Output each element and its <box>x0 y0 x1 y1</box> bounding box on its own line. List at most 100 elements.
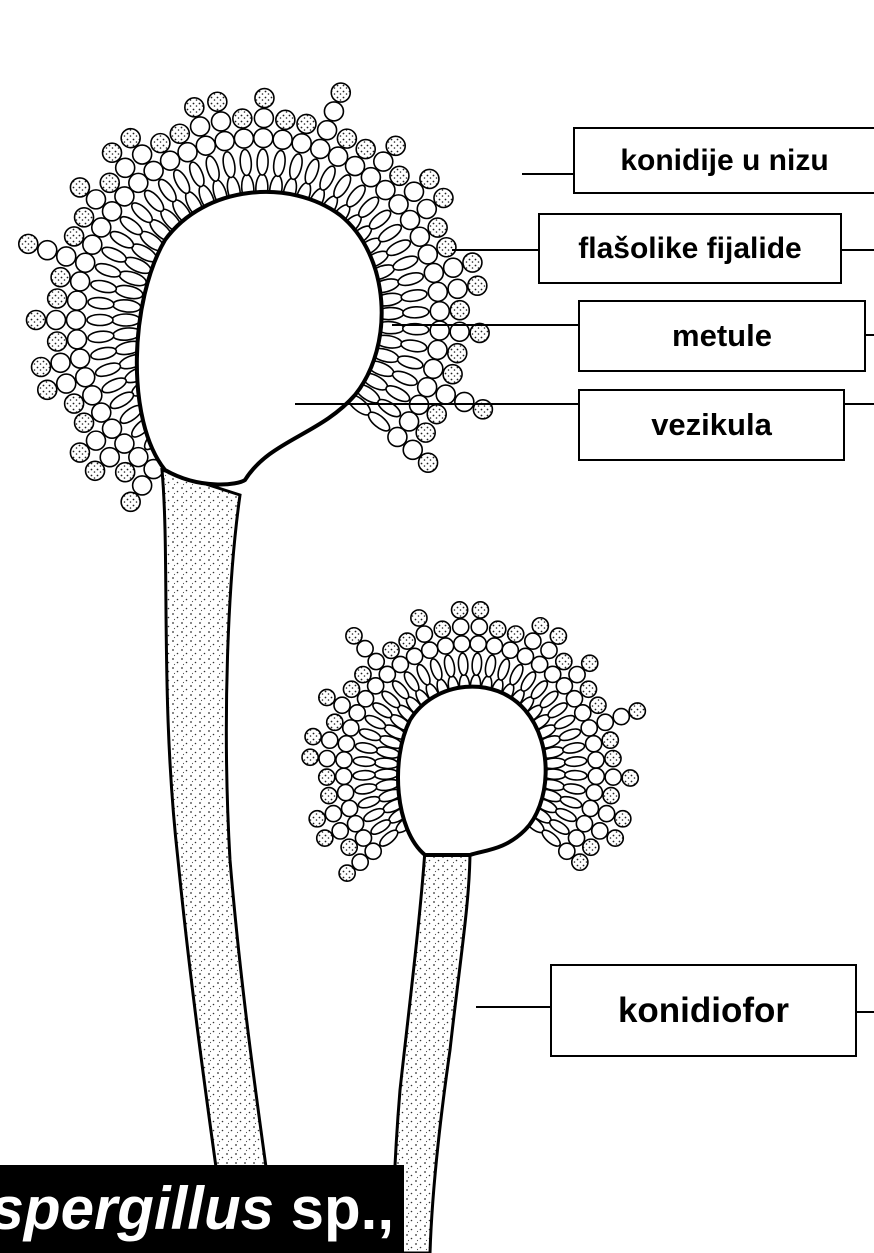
small-head-conidium <box>590 697 606 713</box>
small-head-phialide <box>353 770 376 780</box>
large-head-conidium <box>51 268 70 287</box>
small-head-conidium <box>336 768 352 784</box>
small-head-conidium <box>357 641 373 657</box>
small-head-conidium <box>437 638 453 654</box>
large-head-conidium <box>68 330 87 349</box>
large-head-conidium <box>100 173 119 192</box>
small-head-conidium <box>305 729 321 745</box>
large-head-phialide <box>391 253 419 273</box>
small-head-conidium <box>383 642 399 658</box>
large-head-phialide <box>87 315 113 326</box>
large-head-conidium <box>57 247 76 266</box>
large-head-conidium <box>133 476 152 495</box>
large-head-phialide <box>257 149 269 175</box>
large-vesicle <box>137 192 382 485</box>
small-head-conidium <box>599 806 615 822</box>
small-head-conidium <box>338 736 354 752</box>
large-head-phialide <box>397 270 425 287</box>
large-head-conidium <box>116 463 135 482</box>
small-head-phialide <box>354 782 377 795</box>
large-head-conidium <box>329 147 348 166</box>
large-head-conidium <box>318 121 337 140</box>
large-head-conidium <box>211 112 230 131</box>
large-head-conidium <box>292 134 311 153</box>
large-head-phialide <box>239 149 252 176</box>
large-head-conidium <box>311 139 330 158</box>
large-head-conidium <box>196 136 215 155</box>
small-head-conidium <box>411 610 427 626</box>
small-head-conidium <box>368 653 384 669</box>
large-head-phialide <box>396 354 424 372</box>
large-head-phialide <box>90 278 118 294</box>
small-head-conidium <box>556 653 572 669</box>
large-head-conidium <box>255 89 274 108</box>
small-head-conidium <box>452 602 468 618</box>
large-head-conidium <box>38 380 57 399</box>
large-head-phialide <box>87 330 114 344</box>
large-head-phialide <box>90 345 118 361</box>
small-head-conidium <box>583 839 599 855</box>
small-head-phialide <box>471 653 482 676</box>
small-head-phialide <box>496 658 512 682</box>
small-head-conidium <box>332 823 348 839</box>
large-head-metula <box>112 314 140 326</box>
label-metule-text: metule <box>672 318 772 354</box>
large-head-conidium <box>100 448 119 467</box>
large-head-conidium <box>470 323 489 342</box>
small-head-conidium <box>572 854 588 870</box>
large-head-metula <box>112 298 141 313</box>
large-head-conidium <box>47 311 66 330</box>
small-head-conidium <box>348 816 364 832</box>
small-head-conidium <box>592 823 608 839</box>
small-head-conidium <box>343 681 359 697</box>
large-head-conidium <box>68 291 87 310</box>
small-head-conidium <box>319 689 335 705</box>
large-head-phialide <box>403 306 430 318</box>
large-head-conidium <box>337 129 356 148</box>
large-head-conidium <box>428 282 447 301</box>
large-head-phialide <box>94 360 122 379</box>
large-head-conidium <box>27 311 46 330</box>
small-head-conidium <box>603 788 619 804</box>
large-head-conidium <box>70 178 89 197</box>
small-head-conidium <box>559 843 575 859</box>
large-head-conidium <box>401 210 420 229</box>
small-head-conidium <box>334 697 350 713</box>
label-metule: metule <box>578 300 866 372</box>
small-head-metula <box>374 768 398 779</box>
large-head-conidium <box>410 227 429 246</box>
large-head-conidium <box>403 440 422 459</box>
small-head-conidium <box>453 619 469 635</box>
large-head-conidium <box>444 258 463 277</box>
label-vezikula-text: vezikula <box>651 407 772 443</box>
small-head-phialide <box>559 794 583 810</box>
large-head-conidium <box>418 378 437 397</box>
large-head-conidium <box>356 140 375 159</box>
large-head-conidium <box>234 129 253 148</box>
large-head-phialide <box>391 368 419 388</box>
small-head-conidium <box>392 656 408 672</box>
large-head-conidium <box>92 218 111 237</box>
small-head-conidium <box>605 769 621 785</box>
large-head-conidium <box>215 132 234 151</box>
large-head-conidium <box>276 110 295 129</box>
large-head-conidium <box>75 413 94 432</box>
large-head-conidium <box>76 368 95 387</box>
large-head-conidium <box>428 218 447 237</box>
large-head-conidium <box>67 311 86 330</box>
large-head-conidium <box>424 359 443 378</box>
small-head-conidium <box>575 705 591 721</box>
small-head-conidium <box>615 811 631 827</box>
label-konidije-u-nizu: konidije u nizu <box>573 127 874 194</box>
large-head-conidium <box>417 199 436 218</box>
small-head-conidium <box>586 736 602 752</box>
small-head-conidium <box>588 768 604 784</box>
small-head-conidium <box>470 636 486 652</box>
large-head-conidium <box>65 227 84 246</box>
small-head-conidium <box>532 618 548 634</box>
large-head-conidium <box>51 353 70 372</box>
small-head-conidium <box>622 770 638 786</box>
label-konidiofor-text: konidiofor <box>618 991 789 1031</box>
large-head-conidium <box>38 241 57 260</box>
large-head-conidium <box>48 332 67 351</box>
